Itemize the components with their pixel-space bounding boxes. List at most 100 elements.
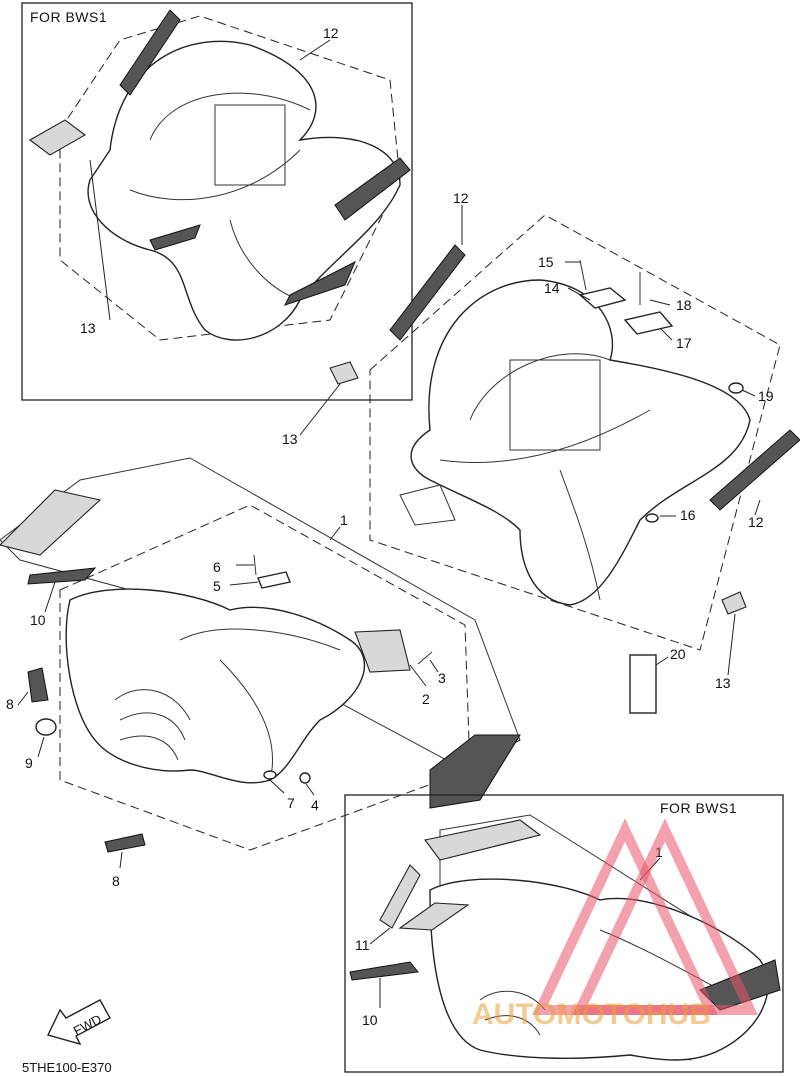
callout-10-bws1: 10: [362, 1012, 378, 1028]
reflector-pad-14: [578, 287, 627, 309]
callout-18: 18: [676, 297, 692, 313]
screw-6: [253, 554, 257, 576]
front-panel-2: [354, 629, 411, 673]
callout-17: 17: [676, 335, 692, 351]
callout-8-lower: 8: [112, 873, 120, 889]
leader-7: [269, 779, 285, 794]
front-assembly-group-outline: [59, 504, 471, 851]
rear-variant-title: FOR BWS1: [30, 9, 107, 25]
watermark-logo: [532, 818, 758, 1015]
front-decal-10-bws1: [349, 961, 419, 981]
leader-5: [229, 581, 259, 586]
rear-fender-body-bws1: [87, 40, 401, 341]
callout-9: 9: [25, 755, 33, 771]
leader-18: [649, 299, 671, 306]
leader-19: [741, 389, 756, 397]
rear-decal-13-bws1: [29, 119, 86, 156]
rear-assembly-group-outline: [369, 214, 781, 651]
leader-8-lower: [119, 851, 123, 869]
callout-12-rear-right: 12: [748, 514, 764, 530]
callout-6: 6: [213, 559, 221, 575]
leader-11-bws1: [369, 927, 391, 945]
callout-4: 4: [311, 797, 319, 813]
callout-7: 7: [287, 795, 295, 811]
front-grille-slats: [114, 689, 191, 761]
rear-decal-side-bws1: [149, 224, 201, 251]
rear-variant-frame: [21, 2, 413, 401]
leader-13-rear-lower: [727, 613, 736, 676]
callout-13-rear-lower: 13: [715, 675, 731, 691]
nut-4: [299, 772, 311, 784]
leader-1: [329, 526, 341, 541]
leader-9: [37, 736, 45, 758]
front-fender-assembly: 1 6 5 2 3 7 4 10 8 9 8: [0, 457, 521, 889]
front-reflector-8-upper: [27, 667, 49, 703]
front-fender-body: [65, 588, 366, 784]
rear-tail-logo-panel: [399, 484, 456, 526]
callout-1: 1: [340, 512, 348, 528]
leader-17: [659, 327, 673, 341]
leader-3: [429, 659, 439, 673]
rear-seat-cavity-bws1: [214, 104, 286, 186]
callout-19: 19: [758, 388, 774, 404]
front-fender-contours: [179, 628, 341, 781]
leader-12-rear-right: [754, 499, 761, 516]
leader-13-rear-upper: [299, 383, 341, 436]
caution-label-20: [629, 654, 657, 714]
callout-2: 2: [422, 691, 430, 707]
rear-small-decal-13-upper: [329, 361, 359, 385]
rear-decal-bws1-top: [119, 9, 181, 96]
rear-small-decal-13-lower: [721, 591, 747, 615]
front-decal-11-lower-bws1: [398, 902, 470, 931]
callout-5: 5: [213, 578, 221, 594]
leader-2: [409, 664, 427, 687]
leader-10: [44, 581, 56, 613]
grommet-16: [645, 513, 659, 523]
rear-decal-right-bws1: [334, 157, 411, 221]
leader-20: [655, 656, 669, 666]
rear-decal-lower-bws1: [284, 260, 357, 306]
front-decal-11-upper-bws1: [379, 864, 421, 929]
front-reflector-8-lower: [104, 833, 146, 853]
screw-3: [417, 651, 433, 665]
pad-17: [623, 311, 674, 335]
watermark-triangle-right: [572, 818, 758, 1015]
rear-seat-cavity: [509, 359, 601, 451]
front-assembly-outline-outer: [0, 457, 521, 771]
grommet-19: [728, 382, 744, 394]
screw-15: [579, 259, 587, 291]
rear-side-decal-12-left: [389, 244, 466, 341]
grommet-7: [263, 770, 277, 780]
leader-4: [305, 783, 315, 796]
callout-13-rear-upper: 13: [282, 431, 298, 447]
callout-12-rear-top: 12: [453, 190, 469, 206]
callout-16: 16: [680, 507, 696, 523]
rear-side-decal-12-right: [709, 429, 800, 511]
front-variant-title: FOR BWS1: [660, 800, 737, 816]
callout-12-rear-bws1: 12: [323, 25, 339, 41]
leader-12-rear-bws1: [299, 39, 331, 61]
rear-fender-contours: [439, 353, 651, 601]
fwd-arrow-shape: [47, 999, 111, 1046]
front-decal-10: [27, 567, 97, 585]
front-side-decal-upper: [0, 489, 102, 556]
callout-10: 10: [30, 612, 46, 628]
callout-8-upper: 8: [6, 696, 14, 712]
callout-3: 3: [438, 670, 446, 686]
callout-15: 15: [538, 254, 554, 270]
front-variant-frame: [344, 794, 784, 1073]
callout-11-bws1: 11: [355, 937, 370, 953]
callout-13-rear-bws1: 13: [80, 320, 96, 336]
leader-13-rear-bws1: [89, 159, 111, 321]
leader-8-upper: [17, 691, 29, 706]
fwd-arrow: FWD: [47, 999, 111, 1046]
diagram-code: 5THE100-E370: [22, 1060, 112, 1075]
watermark-text: AUTOMOTOHUB: [472, 998, 711, 1031]
callout-14: 14: [544, 280, 560, 296]
rear-fender-bws1-box: FOR BWS1 12 13: [21, 2, 413, 401]
front-emblem-9: [35, 718, 57, 736]
callout-20: 20: [670, 646, 686, 662]
rear-fender-assembly: 12 15 14 18 17 19 16 12 13 13 20: [282, 190, 800, 714]
pad-5: [257, 571, 291, 589]
